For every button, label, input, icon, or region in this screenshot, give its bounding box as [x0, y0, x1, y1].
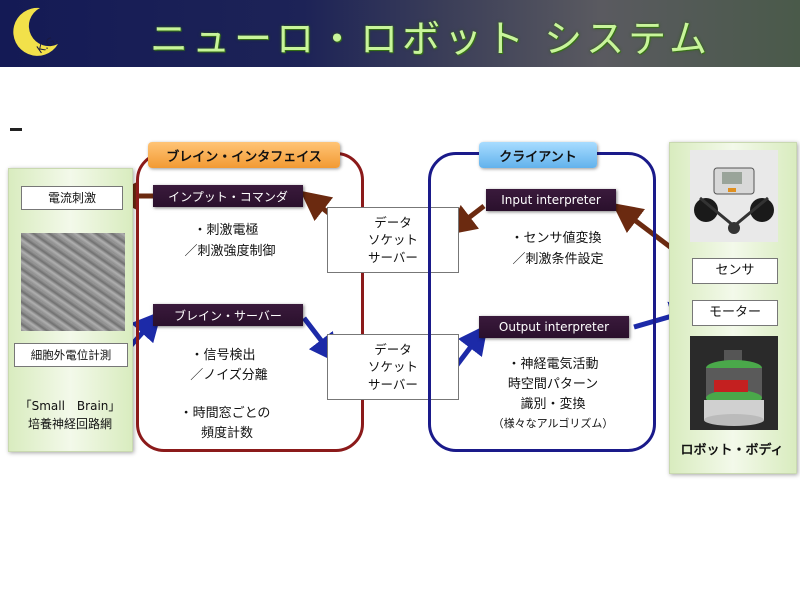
socket-server-bottom: データ ソケット サーバー [327, 334, 459, 400]
moon-logo-icon [13, 7, 59, 56]
arrow-socket-to-interpreter [455, 324, 489, 367]
input-interpreter-item-1: ・センサ値変換 [510, 231, 602, 246]
brain-server-item-4: 頻度計数 [200, 426, 253, 441]
motor-box: モーター [692, 300, 778, 326]
brain-interface-tab: ブレイン・インタフェイス [148, 142, 340, 168]
client-tab: クライアント [479, 142, 597, 168]
input-commander-item-2: ／刺激強度制御 [184, 244, 276, 259]
brain-server-item-3: ・時間窓ごとの [179, 406, 271, 421]
robot-sensor-photo [690, 150, 778, 242]
output-interpreter-item-3: 識別・変換 [520, 397, 586, 412]
socket-bottom-line2: ソケット [367, 359, 418, 375]
output-interpreter-bar: Output interpreter [479, 316, 629, 338]
culture-label: 培養神経回路網 [27, 417, 112, 431]
input-commander-bar: インプット・コマンダ [153, 185, 303, 207]
arrow-interpreter-to-socket [446, 204, 486, 236]
input-interpreter-bar: Input interpreter [486, 189, 616, 211]
output-interpreter-item-1: ・神経電気活動 [507, 357, 599, 372]
measure-box: 細胞外電位計測 [14, 343, 128, 367]
output-interpreter-item-2: 時空間パターン [507, 377, 599, 392]
brain-server-item-1: ・信号検出 [190, 348, 256, 363]
stimulus-box: 電流刺激 [21, 186, 123, 210]
page-title: ニューロ・ロボット システム [150, 17, 711, 61]
output-interpreter-note: （様々なアルゴリズム） [492, 417, 614, 430]
neuron-culture-image [21, 233, 125, 331]
title-banner: K.G. ニューロ・ロボット システム [0, 0, 800, 67]
socket-server-top: データ ソケット サーバー [327, 207, 459, 273]
socket-top-line1: データ [374, 214, 412, 230]
dash-mark [10, 128, 22, 131]
small-brain-label: 「Small Brain」 [19, 399, 121, 413]
input-interpreter-item-2: ／刺激条件設定 [512, 252, 604, 267]
sensor-box: センサ [692, 258, 778, 284]
socket-top-line2: ソケット [367, 232, 418, 248]
socket-bottom-line3: サーバー [368, 376, 418, 392]
socket-bottom-line1: データ [374, 341, 412, 357]
arrow-server-to-socket [302, 316, 340, 364]
input-commander-item-1: ・刺激電極 [193, 223, 259, 238]
brain-server-bar: ブレイン・サーバー [153, 304, 303, 326]
brain-server-item-2: ／ノイズ分離 [190, 368, 268, 383]
socket-top-line3: サーバー [368, 249, 418, 265]
robot-body-label: ロボット・ボディ [680, 443, 784, 458]
robot-body-photo [690, 336, 778, 430]
